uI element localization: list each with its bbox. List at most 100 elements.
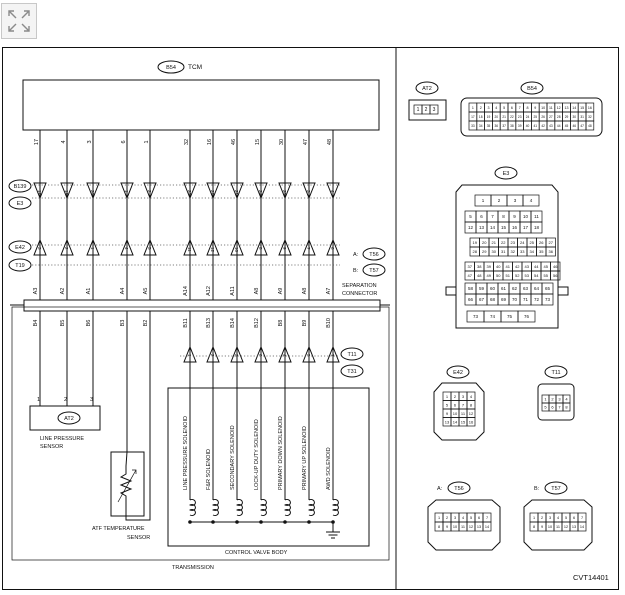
solenoid-label: LOCK-UP DUTY SOLENOID [254,419,260,490]
e3-pin: 54 [534,273,539,278]
e3-pin: 73 [545,297,551,302]
e3-pin: 18 [534,225,540,230]
at2-label: AT2 [64,416,74,422]
sep-a-pin-label: A5 [143,288,149,295]
t57-pin: 7 [581,516,583,520]
at2-pin: 3 [433,107,436,113]
tcm-pin-label: 15 [255,139,261,145]
e42-terminal-pin: 2 [64,247,69,250]
b139-terminal [120,182,134,200]
sep-b-pin-label: B5 [60,320,66,327]
tcm-label-group: B54 TCM [157,60,202,74]
e3-pin: 33 [520,249,525,254]
solenoid-label: PRIMARY UP SOLENOID [302,426,308,490]
view-b54-tag [520,81,544,95]
solenoid-coil [331,499,339,516]
connector-t56-label: T56 [369,252,378,258]
line-pressure-sensor-label-2: SENSOR [40,444,63,450]
tcm-pin-label: 32 [184,139,190,145]
t11-terminal-pin: 7 [330,354,335,357]
t56-pin: 13 [477,525,481,529]
t57-pin: 13 [572,525,576,529]
solenoid-coil [188,499,196,516]
t57-pin: 8 [533,525,535,529]
b139-terminal [230,182,244,200]
sep-b-pin-label: B4 [33,320,39,327]
t11-terminal-pin: 5 [306,354,311,357]
t57-pin: 6 [573,516,575,520]
e3-pin: 64 [534,286,540,291]
b54-pin: 40 [526,124,530,128]
b54-pin: 31 [580,115,584,119]
e3-pin: 8 [502,214,505,219]
sensor-pin-label: 3 [90,397,93,403]
at2-cell [429,104,439,115]
t11-pin: 3 [558,397,561,402]
sep-b-pin-label: B3 [120,320,126,327]
e42-terminal [33,238,47,256]
connector-tag-t57 [362,263,386,277]
thermistor-symbol [119,466,133,504]
b54-pin: 10 [541,106,545,110]
e3-pin: 71 [523,297,529,302]
e3-pin: 31 [501,249,506,254]
e42-pin: 1 [446,394,449,399]
b54-pin: 14 [572,106,576,110]
tcm-pin-label: 17 [34,139,40,145]
expand-view-button[interactable] [1,3,37,39]
b54-pin: 3 [488,106,490,110]
e3-latch-left [445,286,457,296]
connector-b139-label: B139 [14,184,27,190]
e3-pin: 67 [479,297,485,302]
e3-pin: 52 [515,273,520,278]
solenoid-label: F&R SOLENOID [206,449,212,490]
thermistor-arrow [117,469,137,503]
b54-pin: 42 [541,124,545,128]
t11-terminal-pin: 3 [234,354,239,357]
e3-pin: 28 [473,249,478,254]
t56-pin: 4 [462,516,464,520]
connector-t19-label: T19 [15,263,24,269]
view-at2-tag [415,81,439,95]
b54-pin: 1 [472,106,474,110]
t56-pin: 2 [446,516,448,520]
e42-terminal-pin: 7 [306,247,311,250]
e42-terminal-pin: 10 [234,247,239,253]
t11-cell [562,402,571,412]
e3-housing [455,184,559,329]
e42-terminal-pin: 6 [330,247,335,250]
b139-terminal-pin: 19 [64,190,69,196]
e42-housing [433,382,485,441]
view-e42-tag [446,365,470,379]
e3-pin: 41 [506,264,511,269]
e3-cell [517,310,536,323]
e3-pin: 72 [534,297,540,302]
expand-icon [8,10,30,32]
b54-pin: 34 [479,124,483,128]
e3-pin: 20 [482,240,487,245]
t11-pin: 2 [551,397,554,402]
b54-pin: 6 [511,106,513,110]
e3-pin: 65 [545,286,551,291]
t11-housing [537,383,575,421]
b139-terminal-pin: 22 [210,190,215,196]
view-t56-label: T56 [454,486,463,492]
e3-pin: 22 [501,240,506,245]
e42-pin: 12 [469,411,474,416]
b54-pin: 24 [526,115,530,119]
t56-cell [482,521,492,532]
e42-terminal [86,238,100,256]
line-pressure-sensor-label-1: LINE PRESSURE [40,436,84,442]
sep-b-pin-label: B13 [206,318,212,328]
t11-terminal [302,345,316,363]
view-t56-tag [447,481,471,495]
e42-pin: 6 [454,402,457,407]
e42-terminal-pin: 11 [187,247,192,252]
view-t11-label: T11 [551,370,560,376]
b54-pin: 46 [573,124,577,128]
sep-a-pin-label: A8 [302,288,308,295]
b54-pin: 4 [495,106,497,110]
t57-cell [577,521,587,532]
e3-pin: 59 [479,286,485,291]
e42-terminal-pin: 1 [90,247,95,250]
